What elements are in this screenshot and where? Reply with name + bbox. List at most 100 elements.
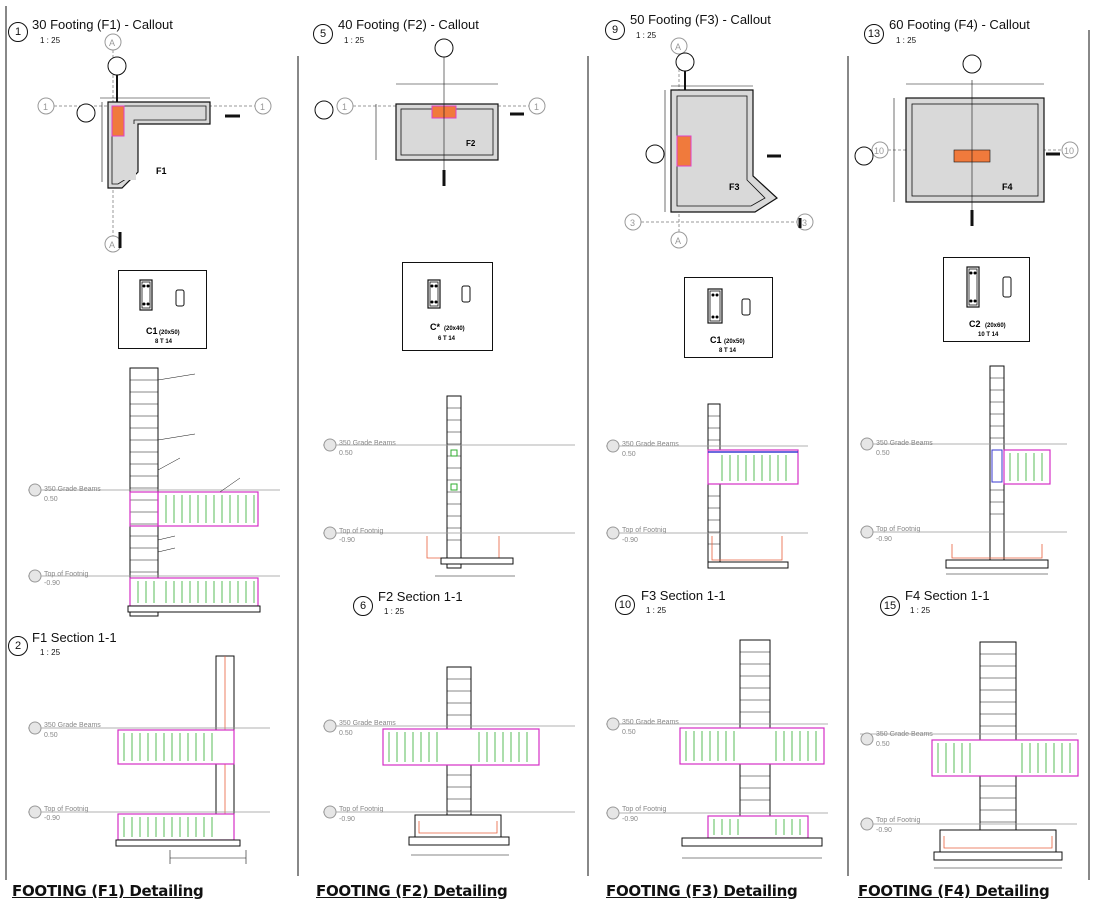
column-size: (20x50)	[724, 339, 745, 345]
grade-beams-level: 0.50	[622, 729, 636, 736]
svg-text:A: A	[109, 240, 115, 250]
section-scale: 1 : 25	[40, 648, 61, 657]
f3-section-b: 350 Grade Beams 0.50 Top of Footnig -0.9…	[606, 639, 828, 859]
column-name: C1	[146, 326, 158, 336]
grade-beams-label: 350 Grade Beams	[876, 440, 933, 447]
footing-label: F3	[729, 182, 740, 192]
svg-text:1: 1	[342, 102, 347, 112]
svg-text:A: A	[675, 42, 681, 52]
top-footing-label: Top of Footnig	[339, 806, 383, 813]
grade-beams-label: 350 Grade Beams	[44, 722, 101, 729]
grade-beams-level: 0.50	[876, 741, 890, 748]
top-footing-label: Top of Footnig	[622, 527, 666, 534]
grade-beams-level: 0.50	[44, 732, 58, 739]
column-box: C1 (20x50) 8 T 14	[118, 270, 207, 349]
section-title: F2 Section 1-1	[378, 589, 463, 604]
section-marker: 10	[615, 595, 635, 615]
section-marker: 15	[880, 596, 900, 616]
column-box: C* (20x40) 6 T 14	[402, 262, 493, 351]
section-scale: 1 : 25	[384, 607, 405, 616]
plan-title: 40 Footing (F2) - Callout	[338, 17, 479, 32]
grade-beams-level: 0.50	[876, 450, 890, 457]
top-footing-label: Top of Footnig	[876, 526, 920, 533]
f4-plan-drawing: 10 10 F4	[854, 54, 1079, 226]
section-title: F4 Section 1-1	[905, 588, 990, 603]
plan-scale: 1 : 25	[896, 36, 917, 45]
column-name: C2	[969, 319, 981, 329]
top-footing-label: Top of Footnig	[876, 817, 920, 824]
f4-section-b: 350 Grade Beams 0.50 Top of Footnig -0.9…	[860, 641, 1079, 869]
grade-beams-level: 0.50	[44, 496, 58, 503]
plan-scale: 1 : 25	[636, 31, 657, 40]
svg-text:1: 1	[43, 102, 48, 112]
grade-beams-label: 350 Grade Beams	[622, 719, 679, 726]
top-footing-level: -0.90	[622, 537, 638, 544]
grade-beams-label: 350 Grade Beams	[622, 441, 679, 448]
column-rebar: 10 T 14	[978, 332, 999, 338]
svg-text:10: 10	[874, 146, 884, 156]
column-size: (20x50)	[159, 330, 180, 336]
section-marker: 6	[353, 596, 373, 616]
section-scale: 1 : 25	[646, 606, 667, 615]
column-name: C1	[710, 335, 722, 345]
f2-section-a: 350 Grade Beams 0.50 Top of Footnig -0.9…	[323, 395, 575, 577]
column-rebar: 8 T 14	[155, 339, 173, 345]
section-title: F1 Section 1-1	[32, 630, 117, 645]
plan-title: 30 Footing (F1) - Callout	[32, 17, 173, 32]
detail-title: FOOTING (F1) Detailing	[12, 882, 204, 900]
svg-text:A: A	[109, 38, 115, 48]
grade-beams-label: 350 Grade Beams	[876, 731, 933, 738]
column-name: C*	[430, 322, 440, 332]
callout-marker: 5	[313, 24, 333, 44]
f2-plan-drawing: 1 1 F2	[314, 38, 546, 186]
f3-plan-drawing: A A 3 3 F3	[624, 37, 814, 249]
callout-marker: 13	[864, 24, 884, 44]
detail-title: FOOTING (F4) Detailing	[858, 882, 1050, 900]
column-size: (20x60)	[985, 323, 1006, 329]
grade-beams-level: 0.50	[622, 451, 636, 458]
footing-label: F2	[466, 139, 476, 148]
grade-beams-label: 350 Grade Beams	[339, 720, 396, 727]
callout-marker: 9	[605, 20, 625, 40]
top-footing-level: -0.90	[339, 537, 355, 544]
callout-marker: 1	[8, 22, 28, 42]
column-rebar: 8 T 14	[719, 348, 737, 354]
column-rebar: 6 T 14	[438, 336, 456, 342]
top-footing-level: -0.90	[876, 827, 892, 834]
top-footing-level: -0.90	[339, 816, 355, 823]
top-footing-level: -0.90	[622, 816, 638, 823]
f4-section-a: 350 Grade Beams 0.50 Top of Footnig -0.9…	[860, 365, 1067, 575]
f1-section-a: 350 Grade Beams 0.50 Top of Footnig -0.9…	[28, 367, 280, 617]
column-box: C2 (20x60) 10 T 14	[943, 257, 1030, 342]
f2-section-b: 350 Grade Beams 0.50 Top of Footnig -0.9…	[323, 666, 575, 856]
grade-beams-level: 0.50	[339, 450, 353, 457]
column-size: (20x40)	[444, 326, 465, 332]
plan-title: 50 Footing (F3) - Callout	[630, 12, 771, 27]
svg-text:3: 3	[630, 218, 635, 228]
svg-text:1: 1	[534, 102, 539, 112]
footing-label: F4	[1002, 182, 1013, 192]
grade-beams-level: 0.50	[339, 730, 353, 737]
f1-section-b: 350 Grade Beams 0.50 Top of Footnig -0.9…	[28, 655, 270, 864]
svg-text:1: 1	[260, 102, 265, 112]
grade-beams-label: 350 Grade Beams	[44, 486, 101, 493]
grade-beams-label: 350 Grade Beams	[339, 440, 396, 447]
top-footing-label: Top of Footnig	[44, 571, 88, 578]
section-scale: 1 : 25	[910, 606, 931, 615]
f1-plan-drawing: A A 1 1 F1	[37, 33, 272, 253]
plan-scale: 1 : 25	[40, 36, 61, 45]
top-footing-level: -0.90	[876, 536, 892, 543]
top-footing-level: -0.90	[44, 815, 60, 822]
svg-text:10: 10	[1064, 146, 1074, 156]
detail-title: FOOTING (F2) Detailing	[316, 882, 508, 900]
top-footing-level: -0.90	[44, 580, 60, 587]
section-title: F3 Section 1-1	[641, 588, 726, 603]
svg-text:A: A	[675, 236, 681, 246]
plan-scale: 1 : 25	[344, 36, 365, 45]
top-footing-label: Top of Footnig	[622, 806, 666, 813]
top-footing-label: Top of Footnig	[339, 528, 383, 535]
svg-text:3: 3	[802, 218, 807, 228]
column-box: C1 (20x50) 8 T 14	[684, 277, 773, 358]
